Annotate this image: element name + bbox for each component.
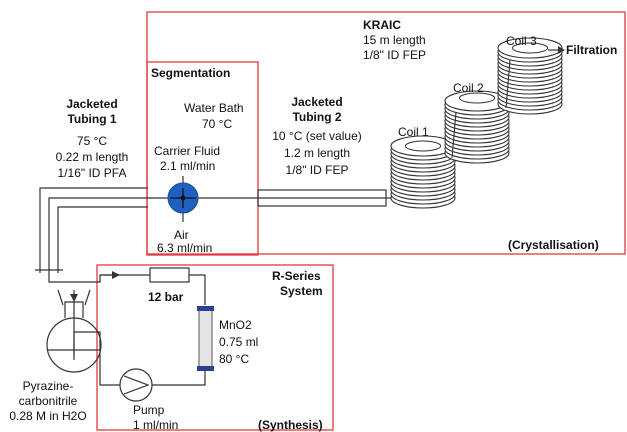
water-bath-temp: 70 °C (202, 117, 233, 131)
kraic-id: 1/8" ID FEP (363, 48, 426, 62)
tubing-1-temp: 75 °C (76, 134, 108, 148)
crystallisation-label: (Crystallisation) (508, 238, 599, 252)
tubing-2-temp: 10 °C (set value) (272, 129, 362, 143)
coil-2-label: Coil 2 (453, 81, 484, 95)
coil-3-label: Coil 3 (506, 34, 537, 48)
segmentation-box (146, 61, 259, 256)
tubing-2-length: 1.2 m length (283, 146, 351, 160)
mno2-column (197, 306, 214, 371)
flask-label-2: carbonitrile (18, 394, 78, 408)
pump-icon (119, 368, 153, 402)
coil-1-stack (390, 135, 456, 209)
air-label: Air (174, 228, 189, 242)
pump-label: Pump (133, 403, 165, 417)
tubing-2-title-2: Tubing 2 (292, 110, 342, 124)
tubing-2-title-1: Jacketed (291, 95, 343, 109)
filtration-label: Filtration (566, 43, 618, 57)
pressure-label: 12 bar (148, 290, 184, 304)
tubing-2-id: 1/8" ID FEP (285, 163, 349, 177)
coil-link-1-2 (451, 111, 457, 159)
tubing-1-title-2: Tubing 1 (67, 112, 117, 126)
synthesis-label: (Synthesis) (258, 418, 323, 432)
rseries-title-1: R-Series (272, 269, 321, 283)
coil-2-stack (444, 90, 510, 164)
pump-rate: 1 ml/min (133, 418, 179, 432)
tubing-1-title-1: Jacketed (66, 97, 118, 111)
jacketed-tubing-1 (35, 187, 183, 278)
rseries-title-2: System (280, 284, 323, 298)
column-reagent: MnO2 (219, 318, 252, 332)
coil-1-label: Coil 1 (398, 125, 429, 139)
flask-label-1: Pyrazine- (22, 379, 74, 393)
coils (390, 37, 563, 209)
segmentation-title: Segmentation (151, 66, 231, 80)
carrier-fluid-rate: 2.1 ml/min (160, 159, 216, 173)
coil-3-stack (497, 37, 563, 115)
back-pressure-regulator (149, 267, 190, 283)
flask-label-3: 0.28 M in H2O (9, 409, 87, 423)
tubing-1-id: 1/16" ID PFA (57, 166, 127, 180)
coil-link-2-3 (505, 59, 511, 109)
carrier-fluid-label: Carrier Fluid (154, 144, 221, 158)
rseries-box (96, 264, 334, 431)
column-volume: 0.75 ml (219, 335, 259, 349)
air-rate: 6.3 ml/min (157, 241, 213, 255)
tubing-1-length: 0.22 m length (55, 150, 129, 164)
kraic-title: KRAIC (363, 18, 401, 32)
flask-icon (46, 289, 102, 373)
kraic-length: 15 m length (363, 33, 426, 47)
column-temp: 80 °C (219, 352, 250, 366)
water-bath-label: Water Bath (184, 101, 244, 115)
jacketed-tubing-2 (183, 189, 400, 207)
